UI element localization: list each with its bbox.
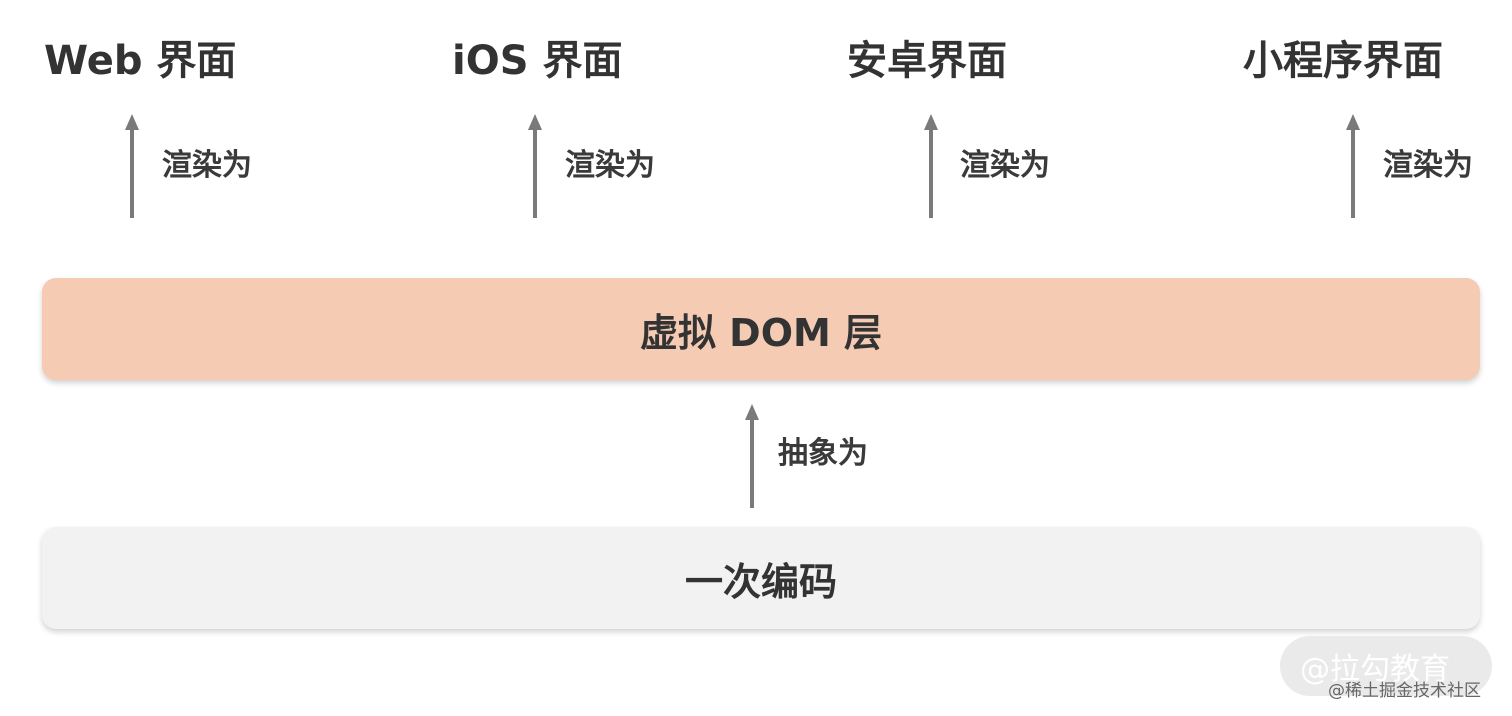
render-arrow-miniprogram (1346, 114, 1360, 218)
arrow-head (125, 114, 139, 130)
target-label-android: 安卓界面 (847, 38, 1007, 84)
watermark-badge (1280, 636, 1492, 696)
render-arrow-web (125, 114, 139, 218)
arrow-head (528, 114, 542, 130)
render-arrow-ios (528, 114, 542, 218)
render-label-miniprogram: 渲染为 (1383, 148, 1473, 183)
watermark-main-text: @拉勾教育 (1300, 652, 1450, 687)
arrow-shaft (750, 418, 754, 508)
virtual-dom-layer-label: 虚拟 DOM 层 (639, 310, 883, 355)
render-label-android: 渲染为 (960, 148, 1050, 183)
arrow-shaft (1351, 128, 1355, 218)
abstract-arrow (745, 404, 759, 508)
arrow-head (745, 404, 759, 420)
abstract-label: 抽象为 (778, 436, 868, 471)
render-label-ios: 渲染为 (565, 148, 655, 183)
target-label-ios: iOS 界面 (452, 38, 623, 84)
code-once-layer: 一次编码 (42, 527, 1480, 629)
arrow-head (924, 114, 938, 130)
watermark-sub-text: @稀土掘金技术社区 (1328, 681, 1481, 701)
render-arrow-android (924, 114, 938, 218)
virtual-dom-layer: 虚拟 DOM 层 (42, 278, 1480, 380)
arrow-shaft (130, 128, 134, 218)
target-label-web: Web 界面 (44, 38, 237, 84)
code-once-layer-label: 一次编码 (684, 559, 837, 604)
target-label-miniprogram: 小程序界面 (1243, 38, 1443, 84)
arrow-shaft (533, 128, 537, 218)
arrow-shaft (929, 128, 933, 218)
arrow-head (1346, 114, 1360, 130)
render-label-web: 渲染为 (162, 148, 252, 183)
